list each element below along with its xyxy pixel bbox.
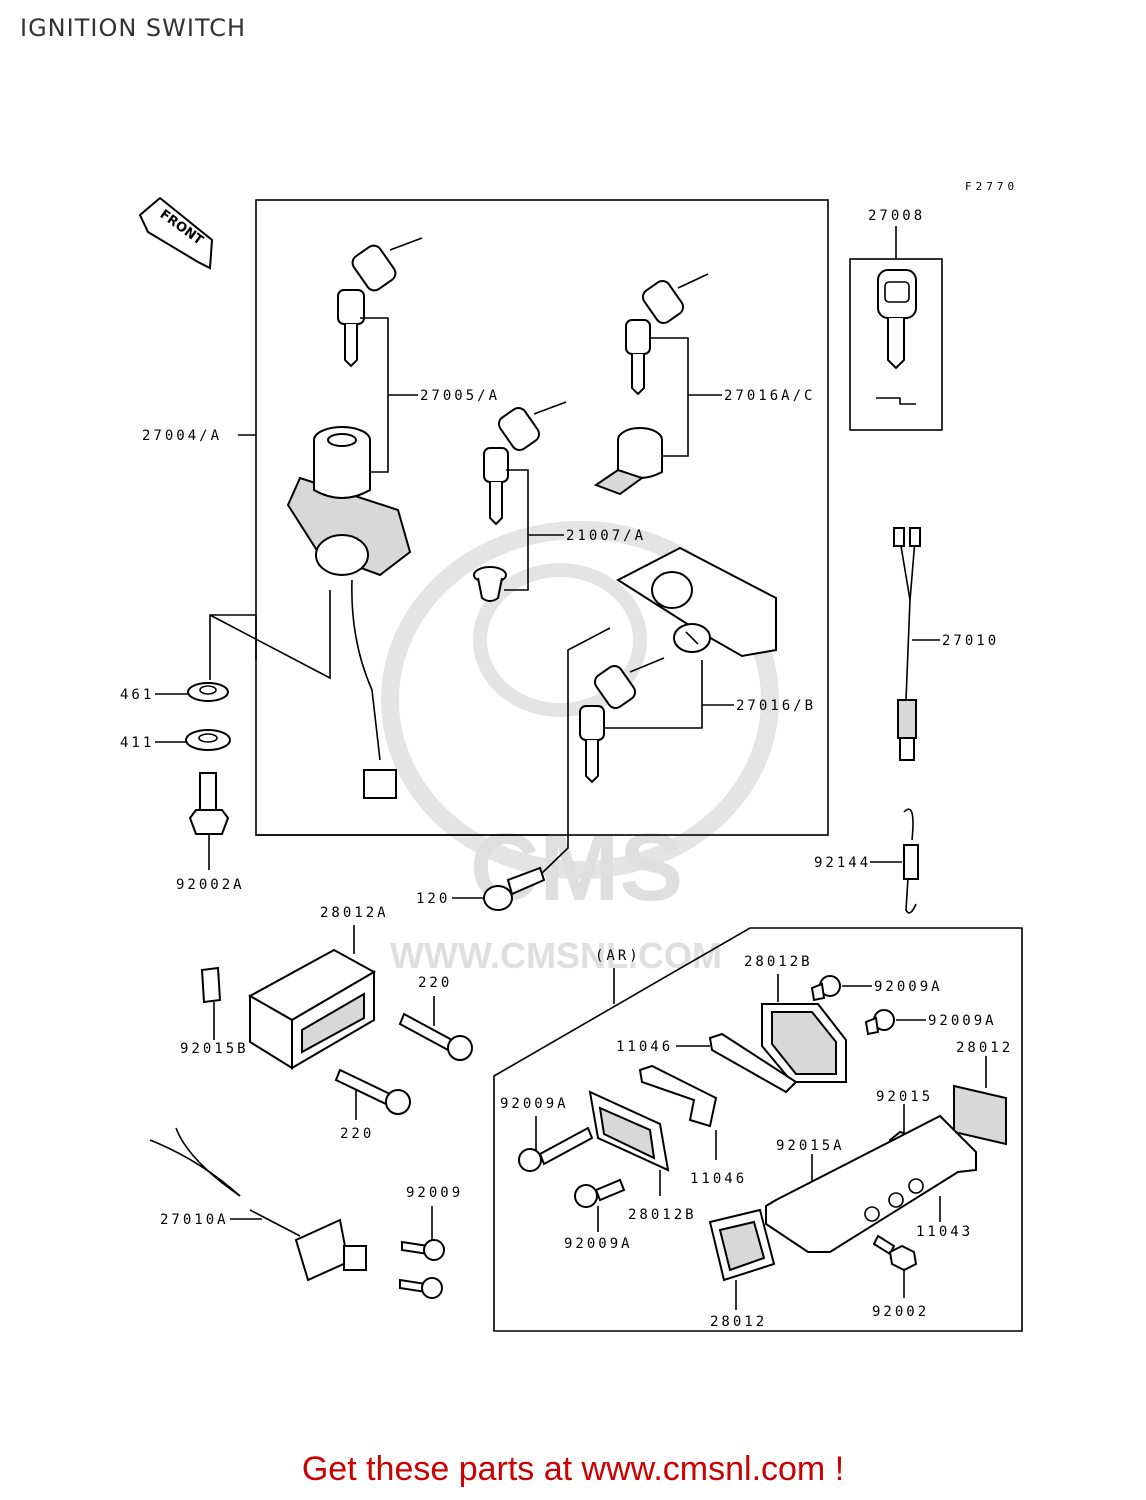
callout-28012B: 28012B <box>744 954 813 970</box>
switch-27010A-icon <box>149 1127 367 1282</box>
callout-220b: 220 <box>340 1126 374 1142</box>
callout-28012a: 28012 <box>956 1040 1013 1056</box>
screw-220a-icon <box>398 1012 473 1061</box>
callout-92015B: 92015B <box>180 1041 249 1057</box>
callout-27016AC: 27016A/C <box>724 388 815 404</box>
bracket-11043-icon <box>765 1114 977 1253</box>
reflector-holder-28012B-icon <box>761 1003 847 1083</box>
screw-92009A-top-icon <box>810 975 895 1036</box>
callout-92002: 92002 <box>872 1304 929 1320</box>
front-arrow-icon: FRONT <box>138 196 214 270</box>
callout-92009: 92009 <box>406 1185 463 1201</box>
callout-27016B: 27016/B <box>736 698 816 714</box>
ignition-switch-icon <box>286 426 412 799</box>
screw-92009A-left-icon <box>518 1126 626 1208</box>
bracket-11046a-icon <box>708 1032 798 1094</box>
parts-diagram: CMS WWW.CMSNL.COM F2770 FRONT 27008 2700… <box>120 180 1023 1332</box>
callout-11046b: 11046 <box>690 1171 747 1187</box>
key-pair-27005-icon <box>337 237 423 368</box>
clip-92015B-icon <box>200 966 222 1004</box>
lock-cylinder-icon <box>473 566 507 602</box>
callout-27010A: 27010A <box>160 1212 229 1228</box>
spring-92144-icon <box>903 808 919 914</box>
reflector-28012A-icon <box>247 948 377 1070</box>
bolt-92002-icon <box>872 1234 918 1272</box>
screws-92009-icon <box>399 1239 445 1299</box>
key-pair-27016AC-icon <box>625 273 709 396</box>
callout-21007A: 21007/A <box>566 528 646 544</box>
key-pair-21007-icon <box>483 401 567 526</box>
neutral-switch-27010-icon <box>893 527 921 761</box>
screw-220b-icon <box>334 1068 411 1115</box>
key-blank-icon <box>876 269 917 405</box>
reflector-28012-bottom-icon <box>708 1208 776 1282</box>
callout-28012b: 28012 <box>710 1314 767 1330</box>
steering-lock-icon <box>615 546 777 658</box>
watermark: CMS WWW.CMSNL.COM <box>381 521 779 976</box>
callout-411: 411 <box>120 735 154 751</box>
callout-28012B-2: 28012B <box>628 1207 697 1223</box>
callout-27008: 27008 <box>868 208 925 224</box>
callout-28012A: 28012A <box>320 905 389 921</box>
callout-92009A-1: 92009A <box>874 979 943 995</box>
page-title: IGNITION SWITCH <box>20 14 247 42</box>
watermark-url: WWW.CMSNL.COM <box>390 935 722 976</box>
callout-11043: 11043 <box>916 1224 973 1240</box>
callout-92009A-3: 92009A <box>500 1096 569 1112</box>
callout-92144: 92144 <box>814 855 871 871</box>
callout-27010: 27010 <box>942 633 999 649</box>
callout-27005A: 27005/A <box>420 388 500 404</box>
washer-411-icon <box>185 729 231 751</box>
bolt-92002A-icon <box>188 772 230 835</box>
callout-120: 120 <box>416 891 450 907</box>
callout-92015: 92015 <box>876 1089 933 1105</box>
washer-461-icon <box>187 682 229 702</box>
callout-92009A-4: 92009A <box>564 1236 633 1252</box>
callout-27004A: 27004/A <box>142 428 222 444</box>
key-pair-27016B-icon <box>579 657 665 784</box>
footer-link[interactable]: Get these parts at www.cmsnl.com ! <box>301 1450 845 1488</box>
callout-461: 461 <box>120 687 154 703</box>
callout-92015A: 92015A <box>776 1138 845 1154</box>
ar-label: (AR) <box>595 948 641 964</box>
callout-220a: 220 <box>418 975 452 991</box>
callout-11046a: 11046 <box>616 1039 673 1055</box>
reflector-28012B-lower-icon <box>588 1090 670 1172</box>
bracket-11046b-icon <box>638 1064 718 1128</box>
figure-code: F2770 <box>965 180 1018 193</box>
reflector-28012-right-icon <box>953 1084 1007 1146</box>
callout-92009A-2: 92009A <box>928 1013 997 1029</box>
callout-92002A: 92002A <box>176 877 245 893</box>
seat-lock-icon <box>593 427 663 496</box>
ar-variant-box <box>493 927 1023 1332</box>
